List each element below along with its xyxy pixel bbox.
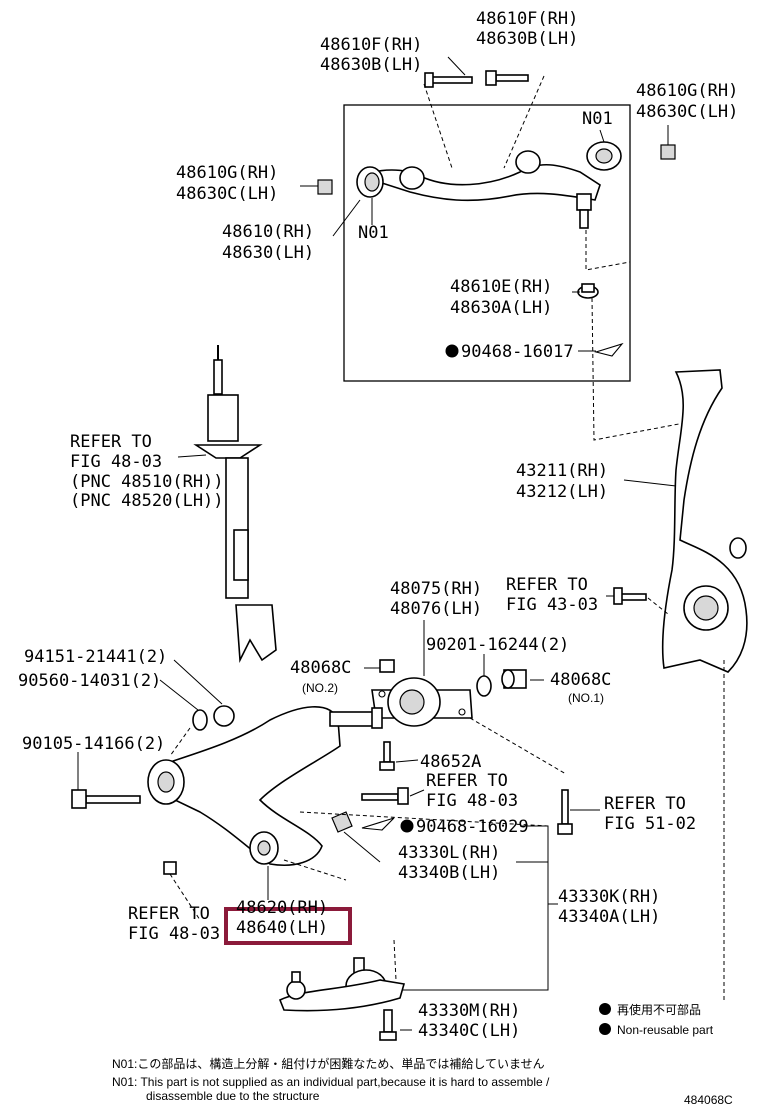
cotter-pin-upper[interactable] bbox=[593, 342, 624, 357]
label-43212-lh: 43212(LH) bbox=[516, 482, 608, 502]
washer-90560[interactable] bbox=[192, 709, 208, 731]
note-en-2: disassemble due to the structure bbox=[146, 1089, 320, 1103]
nut-48068c-no1[interactable] bbox=[501, 669, 527, 689]
label-fig-48-03-2: FIG 48-03 bbox=[426, 791, 518, 811]
label-n01-2: N01 bbox=[358, 223, 389, 243]
label-fig-48-03-3: FIG 48-03 bbox=[128, 924, 220, 944]
ball-joint-nut-43330l[interactable] bbox=[331, 811, 353, 833]
knuckle-bolt-fig43[interactable] bbox=[613, 587, 647, 605]
lower-arm-bushing-bracket[interactable] bbox=[371, 677, 473, 727]
nut-94151[interactable] bbox=[213, 705, 235, 727]
steering-knuckle[interactable] bbox=[661, 369, 748, 673]
bolt-fig48-middle[interactable] bbox=[361, 787, 409, 805]
upper-arm-bolt-right[interactable] bbox=[485, 70, 529, 86]
label-no1: (NO.1) bbox=[568, 691, 604, 705]
upper-arm-bolt-left[interactable] bbox=[424, 72, 473, 88]
note-jp: N01:この部品は、構造上分解・組付けが困難なため、単品では補給していません bbox=[112, 1056, 545, 1071]
label-refer-to-1: REFER TO bbox=[70, 432, 152, 452]
washer-48610e[interactable] bbox=[577, 283, 599, 299]
label-43330l-rh: 43330L(RH) bbox=[398, 843, 500, 863]
label-refer-to-2: REFER TO bbox=[506, 575, 588, 595]
non-reusable-mark-2 bbox=[400, 819, 414, 833]
legend-dot-jp bbox=[599, 1003, 611, 1015]
label-refer-to-4: REFER TO bbox=[604, 794, 686, 814]
upper-arm[interactable] bbox=[356, 141, 622, 229]
highlight-box-48640 bbox=[224, 907, 352, 945]
label-48076-lh: 48076(LH) bbox=[390, 599, 482, 619]
label-43340a-lh: 43340A(LH) bbox=[558, 907, 660, 927]
label-48630c-lh-1: 48630C(LH) bbox=[636, 102, 738, 122]
label-48610g-rh-2: 48610G(RH) bbox=[176, 163, 278, 183]
label-fig-51-02: FIG 51-02 bbox=[604, 814, 696, 834]
non-reusable-mark-1 bbox=[445, 344, 459, 358]
label-43330m-rh: 43330M(RH) bbox=[418, 1001, 520, 1021]
label-pnc-48520: (PNC 48520(LH)) bbox=[70, 491, 224, 511]
label-48068c-2: 48068C bbox=[550, 670, 611, 690]
label-90201-16244: 90201-16244(2) bbox=[426, 635, 569, 655]
upper-nut-48630c-left[interactable] bbox=[317, 179, 333, 195]
note-en-1: N01: This part is not supplied as an ind… bbox=[112, 1075, 550, 1089]
upper-arm-group-box bbox=[343, 104, 631, 382]
lower-arm[interactable] bbox=[147, 706, 383, 866]
legend-dot-en bbox=[599, 1023, 611, 1035]
label-48630-lh: 48630(LH) bbox=[222, 243, 314, 263]
diagram-code: 484068C bbox=[684, 1093, 733, 1107]
label-48630b-lh-1: 48630B(LH) bbox=[320, 55, 422, 75]
label-48610-rh: 48610(RH) bbox=[222, 222, 314, 242]
label-48640-lh: 48640(LH) bbox=[236, 918, 328, 938]
label-90560-14031: 90560-14031(2) bbox=[18, 671, 161, 691]
label-48630b-lh-2: 48630B(LH) bbox=[476, 29, 578, 49]
washer-90201[interactable] bbox=[476, 675, 492, 697]
label-refer-to-3: REFER TO bbox=[426, 771, 508, 791]
label-48068c-1: 48068C bbox=[290, 658, 351, 678]
label-48610f-rh-2: 48610F(RH) bbox=[476, 9, 578, 29]
label-48652a: 48652A bbox=[420, 752, 481, 772]
label-48075-rh: 48075(RH) bbox=[390, 579, 482, 599]
label-pnc-48510: (PNC 48510(RH)) bbox=[70, 472, 224, 492]
label-94151-21441: 94151-21441(2) bbox=[24, 647, 167, 667]
label-43330k-rh: 43330K(RH) bbox=[558, 887, 660, 907]
legend-text-en: Non-reusable part bbox=[617, 1023, 714, 1037]
label-48610e-rh: 48610E(RH) bbox=[450, 277, 552, 297]
label-no2: (NO.2) bbox=[302, 681, 338, 695]
label-fig-43-03: FIG 43-03 bbox=[506, 595, 598, 615]
label-48630c-lh-2: 48630C(LH) bbox=[176, 184, 278, 204]
label-48610f-rh-1: 48610F(RH) bbox=[320, 35, 422, 55]
label-43340c-lh: 43340C(LH) bbox=[418, 1021, 520, 1041]
label-fig-48-03-1: FIG 48-03 bbox=[70, 452, 162, 472]
label-48610g-rh-1: 48610G(RH) bbox=[636, 81, 738, 101]
nut-48068c-no2[interactable] bbox=[379, 659, 395, 673]
bolt-fig51[interactable] bbox=[557, 789, 573, 835]
label-48620-rh: 48620(RH) bbox=[236, 898, 328, 918]
label-43340b-lh: 43340B(LH) bbox=[398, 863, 500, 883]
label-90105-14166: 90105-14166(2) bbox=[22, 734, 165, 754]
bolt-48652a[interactable] bbox=[379, 741, 395, 771]
upper-nut-48630c-right[interactable] bbox=[660, 144, 676, 160]
label-90468-16017: 90468-16017 bbox=[461, 342, 574, 362]
legend-text-jp: 再使用不可部品 bbox=[617, 1002, 701, 1017]
label-43211-rh: 43211(RH) bbox=[516, 461, 608, 481]
label-refer-to-5: REFER TO bbox=[128, 904, 210, 924]
label-48630a-lh: 48630A(LH) bbox=[450, 298, 552, 318]
label-n01-1: N01 bbox=[582, 109, 613, 129]
bolt-90105[interactable] bbox=[71, 789, 141, 809]
nut-fig48-left[interactable] bbox=[163, 861, 177, 875]
cotter-pin-lower[interactable] bbox=[361, 817, 395, 831]
shock-absorber[interactable] bbox=[193, 345, 277, 663]
lower-ball-joint[interactable] bbox=[278, 957, 406, 1041]
label-90468-16029: 90468-16029 bbox=[416, 817, 529, 837]
